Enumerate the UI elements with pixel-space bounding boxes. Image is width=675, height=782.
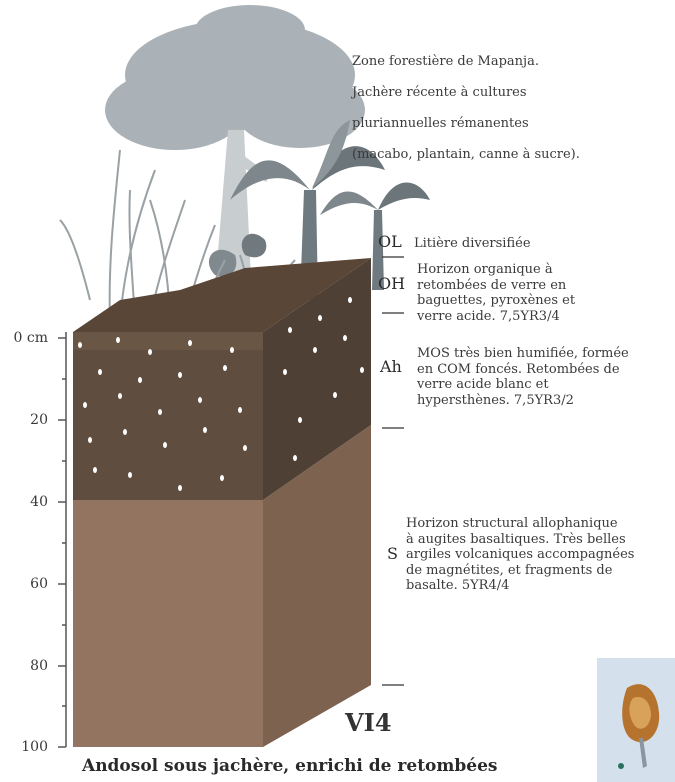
- site-description: Zone forestière de Mapanja. Jachère réce…: [352, 38, 580, 178]
- plate-label: VI4: [345, 708, 392, 737]
- depth-label-40: 40: [4, 494, 48, 510]
- site-line-3: pluriannuelles rémanentes: [352, 116, 580, 132]
- site-line-4: (macabo, plantain, canne à sucre).: [352, 147, 580, 163]
- depth-axis-ticks: [58, 338, 66, 747]
- soil-block: [73, 258, 371, 747]
- s-horizon-front: [73, 500, 263, 747]
- horizon-code-oh: OH: [378, 274, 405, 293]
- depth-label-20: 20: [4, 412, 48, 428]
- micrograph-inset: [597, 658, 675, 782]
- depth-label-0: 0 cm: [4, 330, 48, 346]
- site-line-1: Zone forestière de Mapanja.: [352, 54, 580, 70]
- horizon-code-s: S: [387, 544, 398, 563]
- horizon-boundary-markers: [382, 257, 404, 685]
- horizon-description-ah: MOS très bien humifiée, formée en COM fo…: [417, 346, 629, 408]
- depth-label-100: 100: [4, 739, 48, 755]
- ah-horizon-front: [73, 332, 263, 500]
- horizon-code-ah: Ah: [380, 357, 402, 376]
- horizon-description-s: Horizon structural allophanique à augite…: [406, 516, 634, 594]
- depth-label-60: 60: [4, 576, 48, 592]
- depth-label-80: 80: [4, 658, 48, 674]
- horizon-description-oh: Horizon organique à retombées de verre e…: [417, 262, 575, 324]
- diagram-caption: Andosol sous jachère, enrichi de retombé…: [82, 756, 497, 776]
- horizon-description-ol: Litière diversifiée: [414, 236, 531, 252]
- horizon-code-ol: OL: [378, 232, 402, 251]
- site-line-2: Jachère récente à cultures: [352, 85, 580, 101]
